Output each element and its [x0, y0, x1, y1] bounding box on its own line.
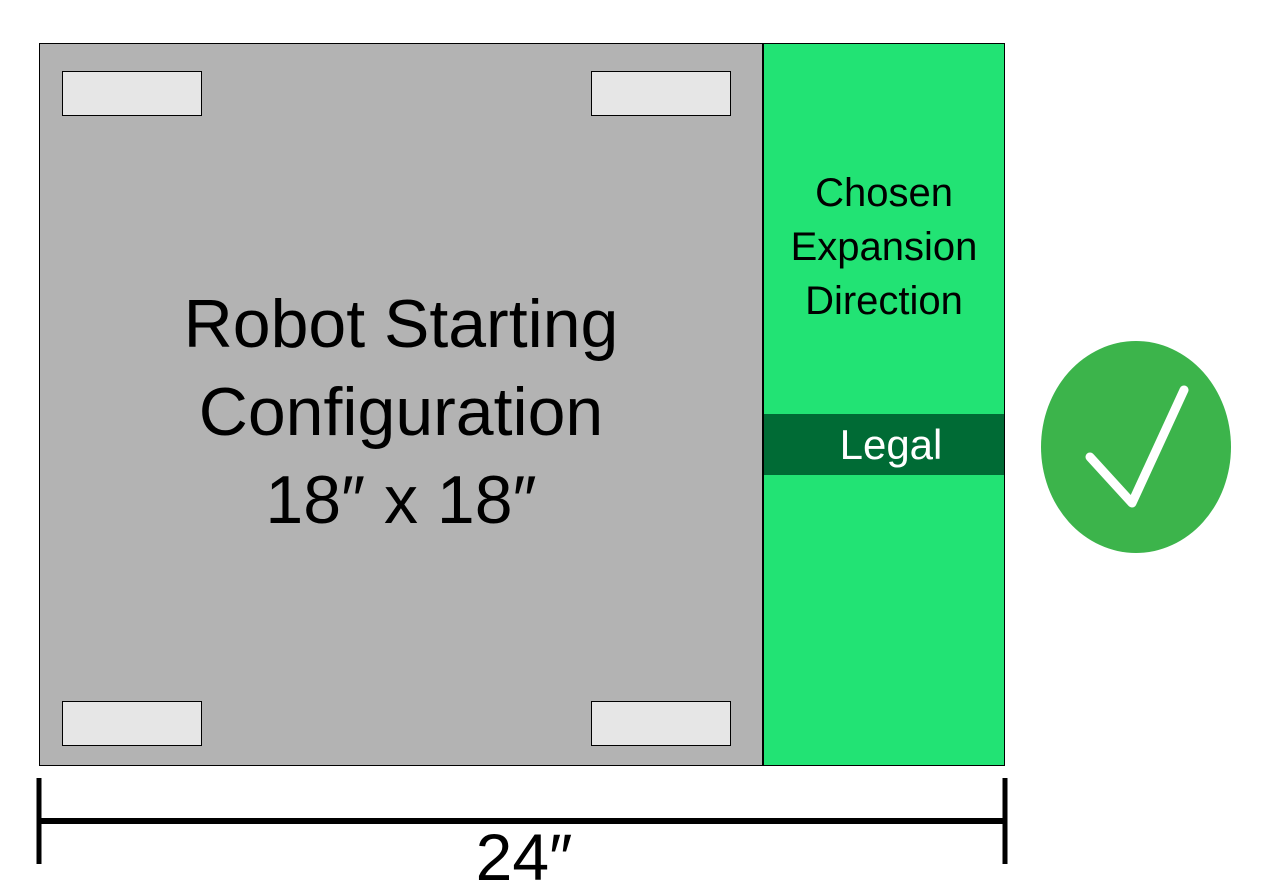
- checkmark-icon: [1041, 341, 1231, 553]
- robot-label-line-2: Configuration: [198, 374, 604, 450]
- wheel-bottom-left: [62, 701, 202, 746]
- robot-label-line-3: 18″ x 18″: [265, 462, 537, 538]
- check-mark: [1085, 385, 1189, 508]
- wheel-top-right: [591, 71, 731, 116]
- dimension-line: [36, 778, 1008, 864]
- wheel-top-left: [62, 71, 202, 116]
- expansion-label-line-1: Chosen: [815, 171, 953, 215]
- legal-status-label: Legal: [839, 420, 943, 468]
- robot-label-line-1: Robot Starting: [183, 286, 619, 362]
- expansion-label-line-2: Expansion: [790, 225, 978, 269]
- wheel-bottom-right: [591, 701, 731, 746]
- expansion-label-line-3: Direction: [805, 279, 963, 323]
- check-circle: [1041, 341, 1231, 553]
- dimension-label: 24″: [475, 820, 573, 894]
- expansion-zone: [763, 43, 1005, 766]
- robot-starting-area: [39, 43, 763, 766]
- legal-status-band: Legal: [764, 414, 1004, 475]
- expansion-label: Chosen Expansion Direction: [763, 166, 1005, 328]
- robot-label: Robot Starting Configuration 18″ x 18″: [39, 280, 763, 544]
